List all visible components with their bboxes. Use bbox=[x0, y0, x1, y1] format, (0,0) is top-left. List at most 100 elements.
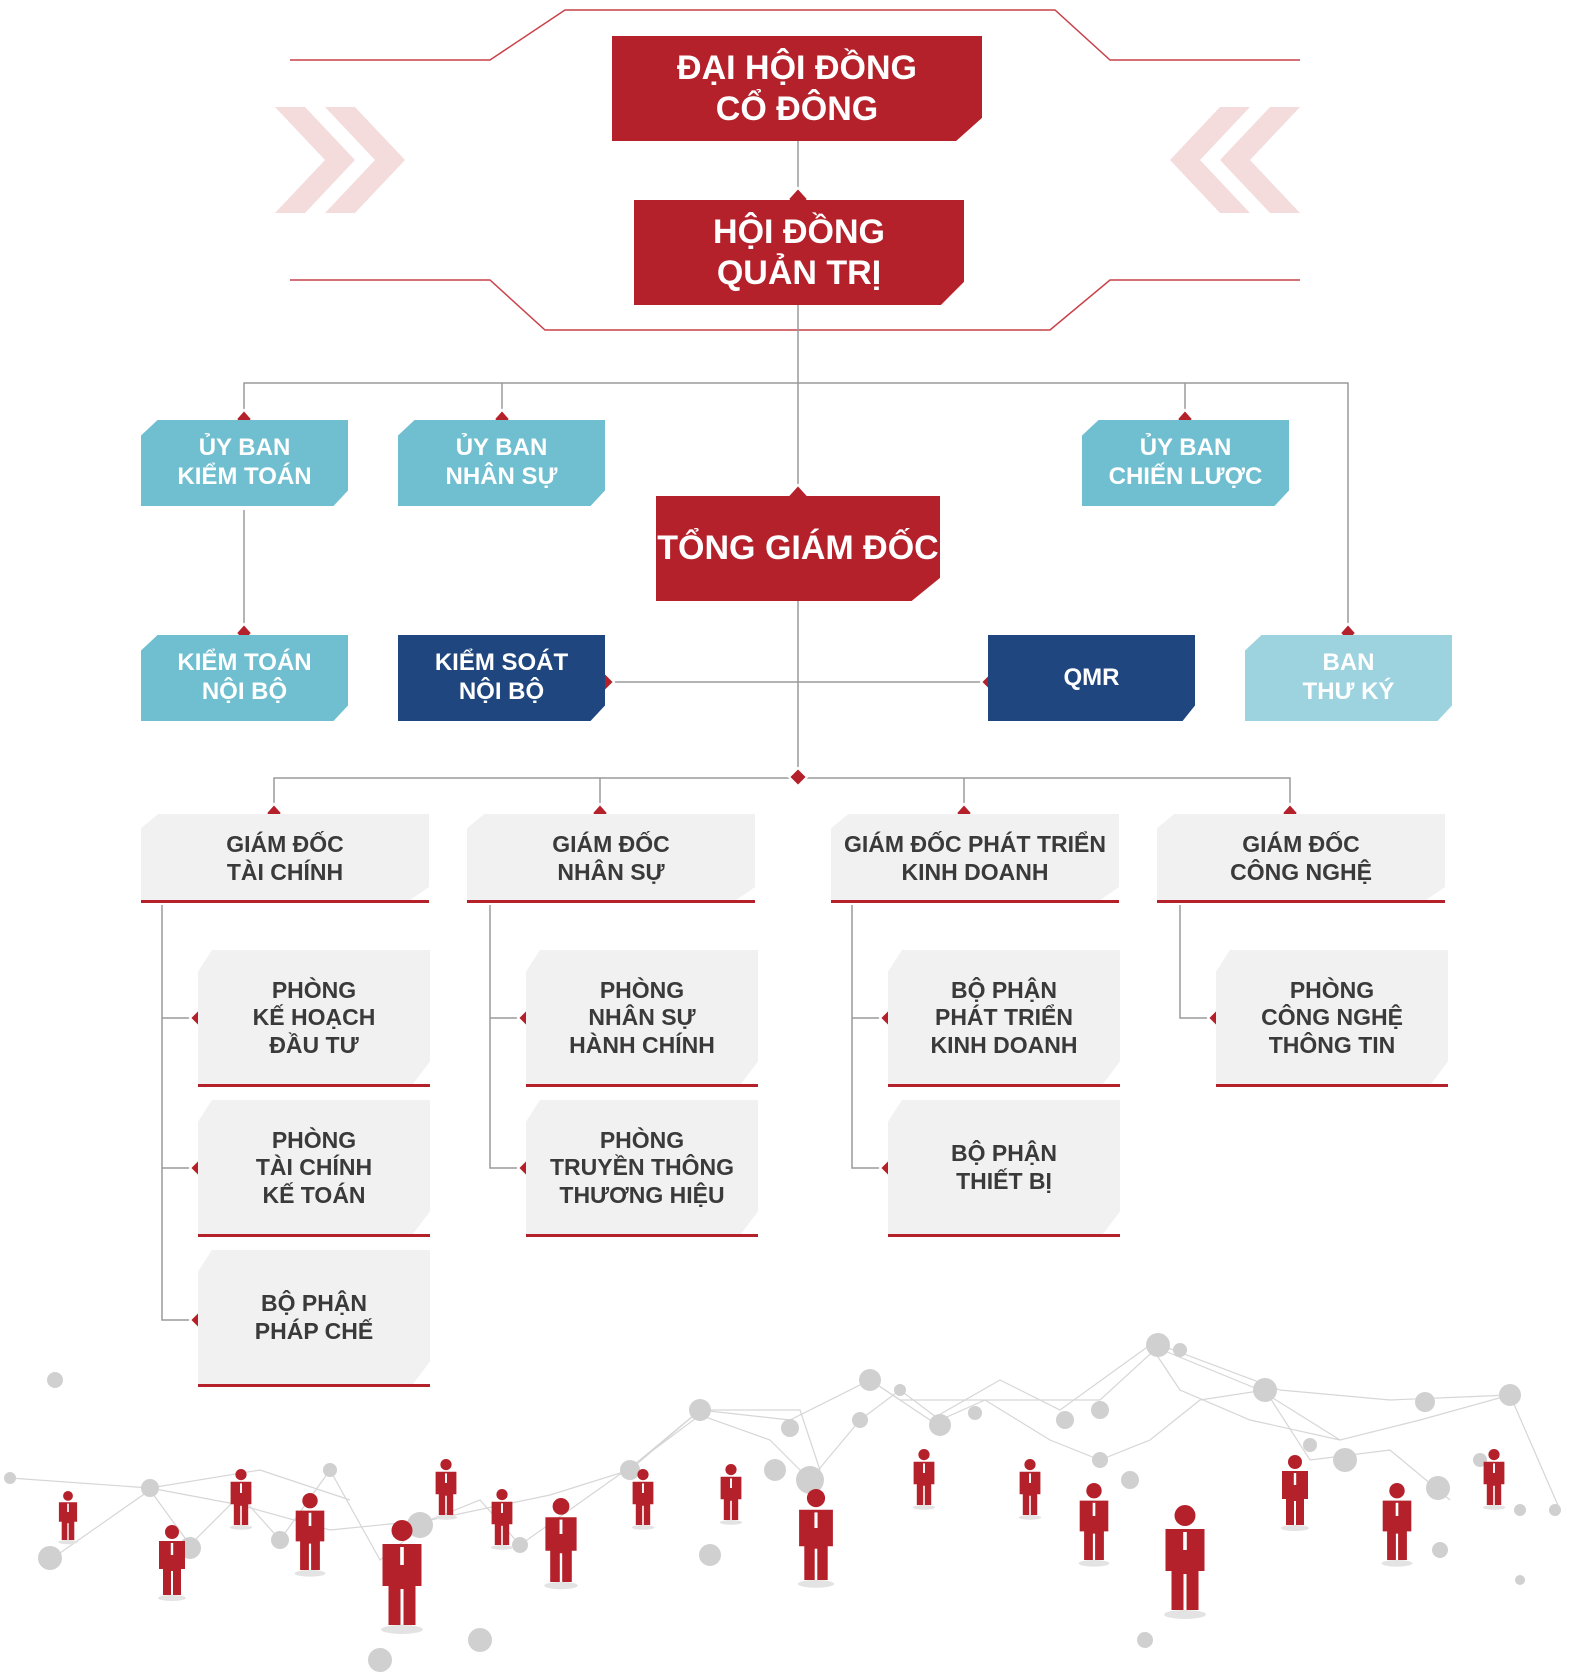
dept-line: BỘ PHẬN bbox=[260, 1290, 368, 1317]
underline bbox=[1157, 900, 1445, 903]
personnel-committee-line-1: ỦY BAN bbox=[455, 434, 548, 462]
qmr: QMR bbox=[988, 635, 1195, 721]
dept-line: ĐẦU TƯ bbox=[269, 1031, 359, 1058]
audit-committee-line-2: KIỂM TOÁN bbox=[177, 463, 312, 490]
internal-control-line-1: KIỂM SOÁT bbox=[434, 649, 569, 677]
person-icon bbox=[631, 1469, 655, 1530]
underline bbox=[888, 1234, 1120, 1237]
person-icon bbox=[1381, 1483, 1413, 1567]
person-icon bbox=[1078, 1483, 1110, 1567]
board-line-1: HỘI ĐỒNG bbox=[713, 212, 885, 251]
secretary-line-1: BAN bbox=[1322, 649, 1375, 677]
underline bbox=[526, 1084, 758, 1087]
underline bbox=[888, 1084, 1120, 1087]
dept-line: PHÒNG bbox=[599, 976, 685, 1003]
hr-director-line-2: NHÂN SỰ bbox=[557, 858, 665, 885]
business-director-line-2: KINH DOANH bbox=[901, 858, 1049, 885]
underline bbox=[1216, 1084, 1448, 1087]
dept-line: KINH DOANH bbox=[930, 1031, 1078, 1058]
person-icon bbox=[1164, 1505, 1206, 1619]
person-icon bbox=[544, 1498, 578, 1590]
hr-director-line-1: GIÁM ĐỐC bbox=[552, 830, 670, 857]
person-icon bbox=[719, 1464, 743, 1525]
dept-line: NHÂN SỰ bbox=[588, 1004, 696, 1031]
person-icon bbox=[434, 1459, 458, 1520]
internal-audit-line-1: KIỂM TOÁN bbox=[177, 649, 312, 677]
underline bbox=[198, 1234, 430, 1237]
tech-director-line-2: CÔNG NGHỆ bbox=[1230, 858, 1372, 885]
dept-line: THIẾT BỊ bbox=[956, 1168, 1052, 1194]
person-icon bbox=[912, 1449, 936, 1510]
finance-director-line-1: GIÁM ĐỐC bbox=[226, 830, 344, 857]
underline bbox=[198, 1084, 430, 1087]
person-icon bbox=[229, 1469, 253, 1530]
underline bbox=[198, 1384, 430, 1387]
dept-line: PHÒNG bbox=[1289, 976, 1375, 1003]
person-icon bbox=[797, 1489, 835, 1588]
internal-audit-line-2: NỘI BỘ bbox=[201, 678, 288, 705]
dept-line: BỘ PHẬN bbox=[950, 1140, 1058, 1167]
person-icon bbox=[158, 1525, 186, 1601]
finance-director-line-2: TÀI CHÍNH bbox=[226, 858, 344, 885]
dept-line: PHÒNG bbox=[271, 976, 357, 1003]
dept-line: CÔNG NGHỆ bbox=[1261, 1004, 1403, 1031]
dept-line: TRUYỀN THÔNG bbox=[550, 1154, 734, 1181]
shareholders-line-2: CỔ ĐÔNG bbox=[715, 89, 879, 128]
dept-line: PHÁT TRIỂN bbox=[934, 1004, 1073, 1031]
underline bbox=[467, 900, 755, 903]
dept-line: HÀNH CHÍNH bbox=[569, 1031, 715, 1058]
shareholders-line-1: ĐẠI HỘI ĐỒNG bbox=[677, 48, 917, 87]
person-icon bbox=[1018, 1459, 1042, 1520]
personnel-committee-line-2: NHÂN SỰ bbox=[445, 463, 558, 490]
dept-line: THÔNG TIN bbox=[1268, 1031, 1396, 1058]
secretary-line-2: THƯ KÝ bbox=[1302, 678, 1395, 705]
dept-line: PHÒNG bbox=[271, 1126, 357, 1153]
network-nodes bbox=[4, 1333, 1561, 1672]
person-icon bbox=[381, 1520, 423, 1634]
audit-committee-line-1: ỦY BAN bbox=[198, 434, 291, 462]
strategy-committee-line-2: CHIẾN LƯỢC bbox=[1108, 463, 1263, 490]
tech-director-line-1: GIÁM ĐỐC bbox=[1242, 830, 1360, 857]
person-icon bbox=[1281, 1455, 1309, 1531]
chevron-right-icon bbox=[275, 107, 405, 213]
dept-line: TÀI CHÍNH bbox=[255, 1154, 373, 1181]
person-icon bbox=[490, 1489, 514, 1550]
strategy-committee-line-1: ỦY BAN bbox=[1139, 434, 1232, 462]
person-icon bbox=[58, 1491, 78, 1545]
person-icon bbox=[1482, 1449, 1506, 1510]
underline bbox=[831, 900, 1119, 903]
ceo-label: TỔNG GIÁM ĐỐC bbox=[657, 529, 939, 568]
person-icon bbox=[294, 1493, 326, 1577]
dept-line: PHÁP CHẾ bbox=[254, 1318, 374, 1344]
dept-line: KẾ TOÁN bbox=[262, 1181, 366, 1208]
qmr-label: QMR bbox=[1063, 663, 1120, 691]
chevron-left-icon bbox=[1170, 107, 1300, 213]
board-line-2: QUẢN TRỊ bbox=[716, 253, 882, 292]
internal-control-line-2: NỘI BỘ bbox=[458, 678, 545, 705]
dept-line: BỘ PHẬN bbox=[950, 976, 1058, 1003]
dept-line: PHÒNG bbox=[599, 1126, 685, 1153]
business-director-line-1: GIÁM ĐỐC PHÁT TRIỂN bbox=[844, 830, 1106, 857]
